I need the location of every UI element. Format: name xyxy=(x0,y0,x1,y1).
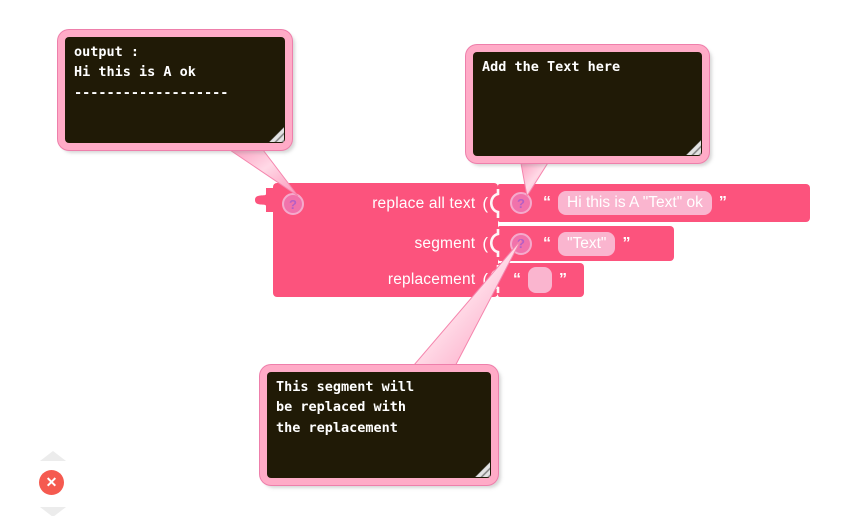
close-quote: ” xyxy=(718,194,727,211)
comment-line: be replaced with xyxy=(276,399,407,416)
open-paren: ( xyxy=(482,194,488,213)
scroll-up-arrow-icon[interactable] xyxy=(40,451,66,461)
resize-grip-icon[interactable] xyxy=(475,462,490,477)
text-input-field[interactable]: Hi this is A "Text" ok xyxy=(558,191,712,215)
resize-grip-icon[interactable] xyxy=(269,127,284,142)
scroll-down-arrow-icon[interactable] xyxy=(40,507,66,516)
open-quote: “ xyxy=(513,271,521,288)
open-paren: ( xyxy=(482,233,488,253)
help-icon[interactable]: ? xyxy=(510,192,532,214)
comment-line: Hi this is A ok xyxy=(74,64,196,81)
help-icon[interactable]: ? xyxy=(510,232,532,255)
text-input-field[interactable]: "Text" xyxy=(558,231,616,256)
block-row-replacement: replacement ( xyxy=(273,262,498,297)
replace-all-text-block[interactable]: ? replace all text ( segment ( replaceme… xyxy=(273,183,498,297)
text-string-block-segment[interactable]: ? “ "Text" ” xyxy=(498,226,674,261)
text-input-field-empty[interactable] xyxy=(528,267,552,293)
open-paren: ( xyxy=(482,269,488,289)
comment-bubble-segment[interactable]: This segment will be replaced with the r… xyxy=(260,365,498,485)
text-string-block-replacement[interactable]: “ ” xyxy=(498,263,584,297)
close-quote: ” xyxy=(559,271,567,288)
comment-line: This segment will xyxy=(276,379,415,395)
resize-grip-icon[interactable] xyxy=(686,140,701,155)
comment-line: ------------------- xyxy=(74,84,229,101)
open-quote: “ xyxy=(543,234,551,252)
comment-line: output : xyxy=(74,44,140,60)
comment-line: the replacement xyxy=(276,419,398,436)
comment-bubble-output[interactable]: output : Hi this is A ok ---------------… xyxy=(58,30,292,150)
help-icon[interactable]: ? xyxy=(282,193,304,215)
comment-bubble-add-text[interactable]: Add the Text here xyxy=(466,45,709,163)
block-label-replacement: replacement xyxy=(387,270,476,288)
block-label-replace-all-text: replace all text xyxy=(372,195,476,212)
block-row-replace-all-text: ? replace all text ( xyxy=(273,183,498,225)
block-output-plug-icon xyxy=(255,188,275,212)
block-label-segment: segment xyxy=(414,234,476,252)
text-string-block-main[interactable]: ? “ Hi this is A "Text" ok ” xyxy=(498,184,810,222)
comment-text: This segment will be replaced with the r… xyxy=(267,372,491,478)
comment-line: Add the Text here xyxy=(482,59,621,75)
comment-text: output : Hi this is A ok ---------------… xyxy=(65,37,285,143)
close-quote: ” xyxy=(622,234,631,252)
block-row-segment: segment ( xyxy=(273,225,498,262)
open-quote: “ xyxy=(543,194,551,211)
comment-text: Add the Text here xyxy=(473,52,702,156)
error-indicator-icon[interactable]: ✕ xyxy=(39,470,64,495)
